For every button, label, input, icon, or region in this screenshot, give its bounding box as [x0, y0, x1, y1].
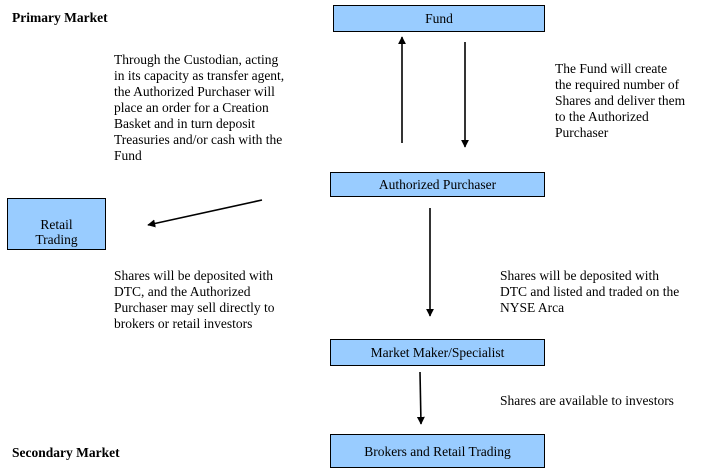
fund-create-note: The Fund will create the required number… — [555, 61, 686, 140]
fund-box: Fund — [333, 5, 545, 32]
available-note: Shares are available to investors — [500, 393, 674, 408]
dtc-retail-note: Shares will be deposited with DTC, and t… — [114, 268, 275, 331]
dtc-nyse-note: Shares will be deposited with DTC and li… — [500, 268, 680, 315]
arrow-purchaser-to-retail — [147, 199, 263, 228]
authorized-purchaser-label: Authorized Purchaser — [378, 177, 497, 192]
authorized-purchaser-box: Authorized Purchaser — [330, 172, 545, 197]
arrow-market-maker-to-brokers — [416, 371, 425, 425]
retail-trading-label-line1: Retail — [40, 217, 73, 232]
brokers-retail-label: Brokers and Retail Trading — [364, 443, 511, 459]
retail-trading-box: Retail Trading — [7, 198, 106, 250]
custodian-order-note: Through the Custodian, acting in its cap… — [114, 52, 285, 163]
primary-market-label: Primary Market — [12, 10, 108, 25]
secondary-market-label: Secondary Market — [12, 445, 120, 460]
fund-label: Fund — [425, 11, 453, 26]
retail-trading-label-line2: Trading — [35, 232, 78, 247]
market-maker-label: Market Maker/Specialist — [370, 345, 505, 360]
brokers-retail-box: Brokers and Retail Trading — [330, 434, 545, 468]
market-maker-box: Market Maker/Specialist — [330, 339, 545, 366]
